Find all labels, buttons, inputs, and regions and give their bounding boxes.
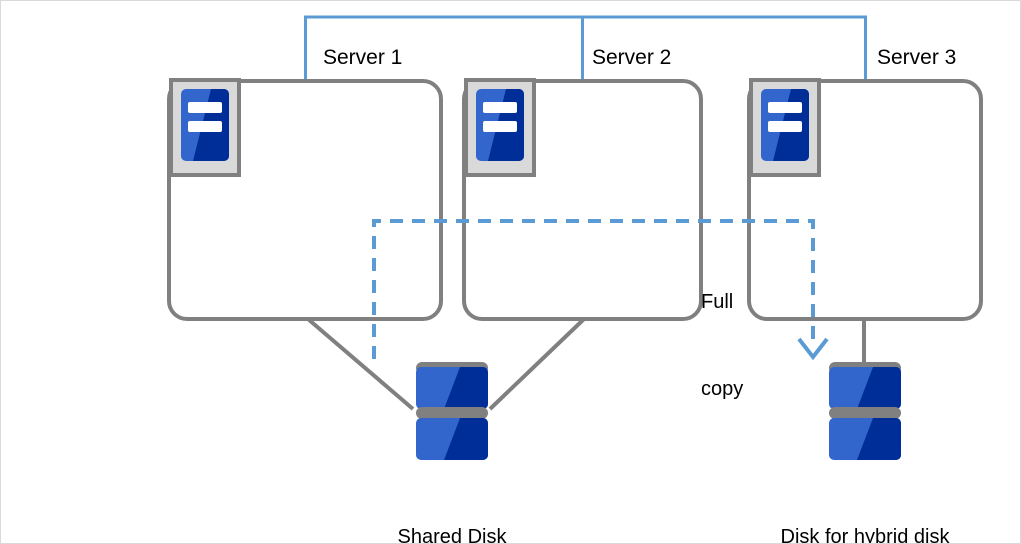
full-copy-arrow: [372, 219, 829, 361]
hybrid-disk-caption: Disk for hybrid disk resource: [740, 472, 990, 544]
hybrid-disk-icon[interactable]: [829, 362, 901, 460]
server-2-label: Server 2: [592, 46, 672, 69]
full-copy-line-1: Full: [701, 291, 734, 313]
server-1-label: Server 1: [323, 46, 403, 69]
shared-disk-icon[interactable]: [416, 362, 488, 460]
full-copy-line-2: copy: [701, 378, 744, 400]
server-3-label: Server 3: [877, 46, 957, 69]
network-bracket-icon: [304, 15, 867, 81]
server-icon: [464, 78, 536, 177]
server-icon: [169, 78, 241, 177]
server-box-3[interactable]: [747, 78, 983, 321]
disk-connector-lines: [306, 317, 866, 411]
server-box-1[interactable]: [167, 78, 443, 321]
server-box-2[interactable]: [462, 78, 703, 321]
full-copy-label: Full copy: [701, 230, 743, 462]
shared-disk-caption-line-1: Shared Disk: [397, 526, 507, 544]
server-icon: [749, 78, 821, 177]
shared-disk-caption: Shared Disk for hybrid disk resource: [302, 472, 602, 544]
hybrid-disk-caption-line-1: Disk for hybrid disk: [780, 526, 950, 544]
